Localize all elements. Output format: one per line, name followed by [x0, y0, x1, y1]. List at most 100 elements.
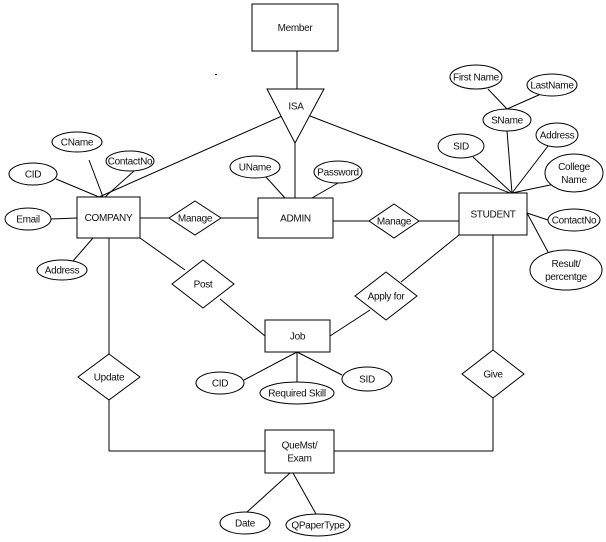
attribute-label: percentge [545, 272, 588, 283]
attribute-ellipse [526, 73, 578, 97]
relationship-diamond [461, 349, 525, 399]
attribute-ellipse [437, 133, 485, 159]
entity-label: COMPANY [85, 213, 133, 224]
connector-line [246, 472, 291, 513]
attribute-admin-password[interactable]: Password [313, 160, 363, 184]
attribute-label: First Name [453, 73, 500, 84]
connector-line [311, 182, 339, 199]
attribute-label: Result/ [551, 259, 581, 270]
isa-triangle[interactable]: ISA [266, 88, 325, 145]
attribute-admin-uname[interactable]: UName [229, 155, 281, 179]
attribute-label: ContactNo [108, 157, 153, 168]
connector-line [526, 212, 549, 221]
connector-line [309, 115, 511, 194]
entity-box [76, 196, 141, 239]
attribute-label: LastName [530, 81, 574, 92]
connector-line [219, 298, 266, 337]
connector-line [55, 178, 100, 198]
attribute-label: Email [16, 215, 40, 226]
attribute-label: Address [540, 131, 575, 142]
attribute-label: Address [45, 266, 80, 277]
entity-member[interactable]: Member [251, 3, 339, 52]
connector-line [243, 351, 298, 381]
attribute-ellipse [105, 150, 155, 172]
attribute-label: SID [359, 375, 375, 386]
attribute-ellipse [547, 208, 601, 232]
connector-line [472, 156, 513, 194]
attribute-exam-date[interactable]: Date [219, 511, 271, 535]
connector-line [511, 183, 556, 194]
connector-line [511, 145, 549, 194]
attribute-label: CID [25, 170, 41, 181]
entity-admin[interactable]: ADMIN [257, 197, 334, 239]
relationship-apply[interactable]: Apply for [354, 271, 418, 321]
attribute-ellipse [285, 513, 351, 537]
attribute-company-email[interactable]: Email [4, 207, 52, 231]
attribute-job-skill[interactable]: Required Skill [259, 381, 335, 405]
attribute-company-cid[interactable]: CID [8, 162, 58, 186]
attribute-job-sid[interactable]: SID [341, 366, 393, 392]
relationship-label: Give [483, 370, 503, 381]
connector-line [265, 176, 286, 199]
connector-line [526, 212, 549, 253]
entity-box [264, 429, 335, 474]
attribute-job-cid[interactable]: CID [195, 371, 245, 395]
attribute-label: CName [61, 138, 94, 149]
isa-shape [266, 88, 325, 145]
stray-mark [215, 74, 217, 75]
attribute-company-cname[interactable]: CName [51, 131, 103, 153]
relationship-label: Manage [178, 214, 213, 225]
attribute-company-contact[interactable]: ContactNo [105, 150, 155, 172]
attribute-label: UName [239, 163, 272, 174]
entity-box [264, 319, 331, 353]
connector-line [506, 130, 513, 194]
attribute-ellipse [51, 131, 103, 153]
connector-line [292, 472, 317, 515]
attribute-ellipse [259, 381, 335, 405]
entity-company[interactable]: COMPANY [76, 196, 141, 239]
connector-line [400, 234, 460, 283]
attribute-label: SID [453, 142, 469, 153]
attribute-student-sid[interactable]: SID [437, 133, 485, 159]
attribute-ellipse [482, 108, 532, 132]
attribute-student-sname[interactable]: SName [482, 108, 532, 132]
attribute-exam-qpaper[interactable]: QPaperType [285, 513, 351, 537]
attribute-label: SName [491, 116, 524, 127]
attribute-company-address[interactable]: Address [36, 259, 88, 281]
isa-label: ISA [288, 102, 304, 113]
attribute-student-firstname[interactable]: First Name [449, 64, 503, 90]
attribute-label: QPaperType [291, 521, 345, 532]
entity-box [251, 3, 339, 52]
entity-exam[interactable]: QueMst/Exam [264, 429, 335, 474]
attribute-ellipse [535, 122, 579, 148]
entity-label: Job [290, 332, 306, 343]
connector-line [98, 115, 283, 198]
relationship-update[interactable]: Update [77, 353, 141, 401]
attribute-label: Name [561, 175, 587, 186]
connector-line [139, 237, 186, 271]
connector-line [88, 159, 104, 198]
entity-job[interactable]: Job [264, 319, 331, 353]
attribute-student-address[interactable]: Address [535, 122, 579, 148]
connector-line [104, 170, 135, 198]
attribute-label: College [558, 162, 591, 173]
attribute-ellipse [36, 259, 88, 281]
relationship-diamond [368, 203, 420, 239]
relationship-diamond [354, 271, 418, 321]
attribute-ellipse [8, 162, 58, 186]
relationship-manage-left[interactable]: Manage [168, 200, 222, 236]
attribute-ellipse [195, 371, 245, 395]
attribute-ellipse [313, 160, 363, 184]
attribute-student-result[interactable]: Result/percentge [529, 249, 603, 291]
relationship-diamond [77, 353, 141, 401]
attribute-student-contact[interactable]: ContactNo [547, 208, 601, 232]
relationship-give[interactable]: Give [461, 349, 525, 399]
entity-student[interactable]: STUDENT [458, 192, 528, 236]
relationship-post[interactable]: Post [171, 259, 235, 309]
attribute-ellipse [529, 249, 603, 291]
attribute-student-lastname[interactable]: LastName [526, 73, 578, 97]
relationship-manage-right[interactable]: Manage [368, 203, 420, 239]
